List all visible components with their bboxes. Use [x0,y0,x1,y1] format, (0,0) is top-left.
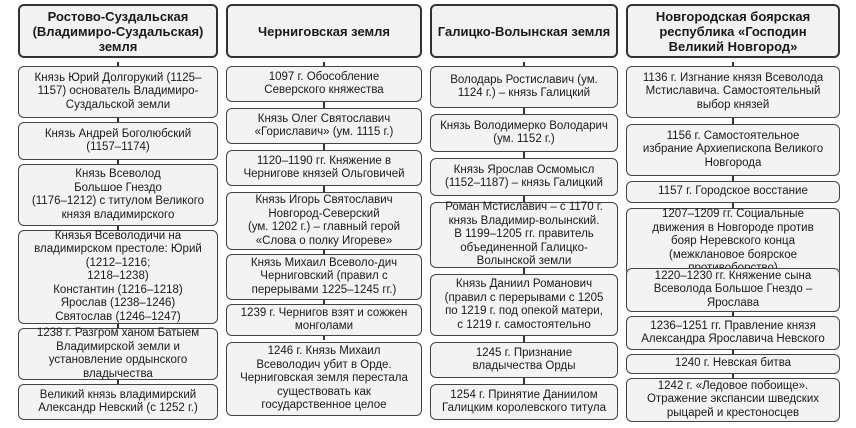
column-novgorod: Новгородская боярская республика «Господ… [626,4,840,424]
column-rostov-suzdal: Ростово-Суздальская (Владимиро-Суздальск… [18,4,218,424]
column-title: Галицко-Волынская земля [430,4,618,58]
event-box: 1156 г. Самостоятельное избрание Архиепи… [626,124,840,176]
event-box: 1136 г. Изгнание князя Всеволода Мстисла… [626,66,840,118]
event-box: 1239 г. Чернигов взят и сожжен монголами [226,304,422,336]
event-box: 1240 г. Невская битва [626,354,840,374]
event-box: Князья Всеволодичи на владимирском прест… [18,230,218,324]
column-title: Новгородская боярская республика «Господ… [626,4,840,58]
column-title: Черниговская земля [226,4,422,58]
event-box: 1238 г. Разгром ханом Батыем Владимирско… [18,327,218,380]
event-box: Князь Андрей Боголюбский (1157–1174) [18,122,218,160]
event-box: 1207–1209 гг. Социальные движения в Новг… [626,208,840,276]
event-box: 1246 г. Князь Михаил Всеволодич убит в О… [226,342,422,416]
event-box: Роман Мстиславич – с 1170 г. князь Влади… [430,201,618,268]
column-title: Ростово-Суздальская (Владимиро-Суздальск… [18,4,218,58]
event-box: Князь Ярослав Осмомысл (1152–1187) – кня… [430,158,618,196]
event-box: 1097 г. Обособление Северского княжества [226,66,422,102]
event-box: Князь Юрий Долгорукий (1125– 1157) основ… [18,66,218,118]
column-chernigov: Черниговская земля 1097 г. Обособление С… [226,4,422,424]
event-box: Великий князь владимирский Александр Нев… [18,384,218,420]
event-box: 1220–1230 гг. Княжение сына Всеволода Бо… [626,268,840,312]
event-box: 1254 г. Принятие Даниилом Галицким корол… [430,384,618,420]
event-box: Князь Даниил Романович (правил с перерыв… [430,274,618,336]
event-box: Князь Олег Святославич «Гориславич» (ум.… [226,108,422,144]
event-box: Володарь Ростиславич (ум. 1124 г.) – кня… [430,66,618,108]
column-galicia-volhynia: Галицко-Волынская земля Володарь Ростисл… [430,4,618,424]
event-box: 1236–1251 гг. Правление князя Александра… [626,316,840,350]
event-box: Князь Володимерко Володарич (ум. 1152 г.… [430,114,618,152]
event-box: 1120–1190 гг. Княжение в Чернигове князе… [226,150,422,186]
event-box: 1242 г. «Ледовое побоище». Отражение экс… [626,378,840,422]
event-box: Князь Всеволод Большое Гнездо (1176–1212… [18,164,218,226]
event-box: Князь Михаил Всеволо-дич Черниговский (п… [226,254,422,300]
event-box: 1245 г. Признание владычества Орды [430,342,618,378]
event-box: 1157 г. Городское восстание [626,181,840,203]
event-box: Князь Игорь Святославич Новгород-Северск… [226,192,422,250]
